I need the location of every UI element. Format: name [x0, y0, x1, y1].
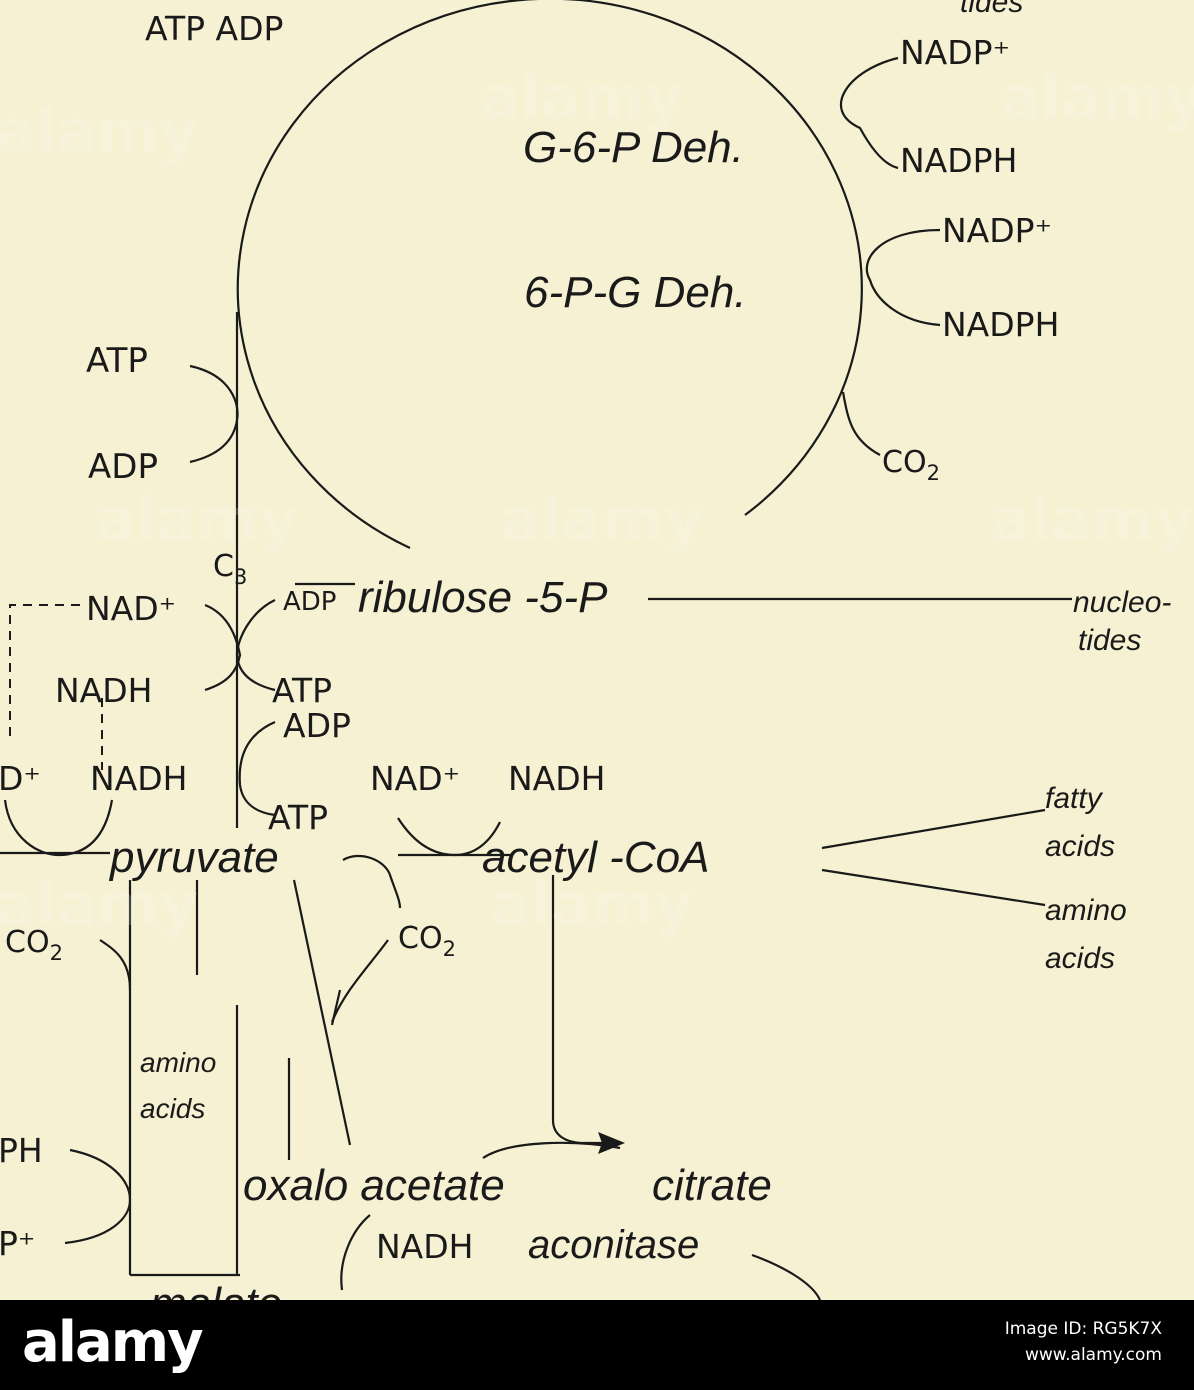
adp-mid-label: ADP [283, 706, 351, 745]
nadph-label-1: NADPH [900, 141, 1017, 180]
oxaloacetate-citrate-curve [482, 1141, 621, 1159]
g6p-deh-label: G-6-P Deh. [523, 123, 744, 172]
nucleotides-label-line1: nucleo- [1073, 586, 1171, 619]
nadph-label-2: NADPH [942, 305, 1059, 344]
pathway-diagram: ATP ADP tides NADP⁺ NADPH NADP⁺ NADPH CO… [0, 0, 1171, 1300]
image-id-text: Image ID: RG5K7X [1004, 1319, 1162, 1339]
stock-footer-bar: alamy Image ID: RG5K7X www.alamy.com [0, 1300, 1194, 1390]
alamy-logo: alamy [22, 1310, 204, 1375]
atp-adp-curve-upper [189, 364, 239, 464]
nad-plus-left-label: NAD⁺ [86, 589, 176, 628]
nadh-pdh-label: NADH [508, 759, 606, 798]
citrate-label: citrate [652, 1161, 772, 1210]
acetyl-coa-label: acetyl -CoA [482, 833, 709, 882]
nadh-left-label: NADH [55, 671, 153, 710]
pyruvate-label: pyruvate [108, 833, 279, 882]
nucleotides-label-line2: tides [1078, 624, 1141, 657]
nad-dashed-link [9, 604, 80, 740]
adp-c3-label: ADP [283, 587, 337, 617]
image-id-block: Image ID: RG5K7X www.alamy.com [1005, 1316, 1162, 1368]
g6p-deh-cofactor-curve [839, 56, 899, 170]
nadh-bottom-label: NADH [376, 1227, 474, 1266]
amino-acids-right-label-line2: acids [1045, 942, 1115, 975]
amino-acids-left-label-line2: acids [140, 1093, 205, 1124]
amino-acids-right-label-line1: amino [1045, 894, 1127, 927]
oxaloacetate-label: oxalo acetate [243, 1161, 505, 1210]
malic-enzyme-nadph-curve [64, 1148, 132, 1245]
nad-nadh-curve [204, 603, 242, 692]
acetylcoa-fatty-acids-line [821, 808, 1046, 850]
nadph-partial-label: PH [0, 1131, 43, 1170]
co2-branch-curve [342, 854, 402, 909]
co2-circle-label: CO2 [882, 445, 940, 485]
lactate-cofactor-cup [3, 799, 114, 857]
nadp-plus-label-2: NADP⁺ [942, 211, 1052, 250]
adp-atp-curve-c3 [235, 599, 276, 692]
adp-atp-curve-lower [238, 720, 276, 817]
aconitase-curve [751, 1253, 822, 1300]
atp-adp-top-label: ATP ADP [145, 9, 283, 48]
6pg-deh-label: 6-P-G Deh. [524, 268, 747, 317]
ribulose-5p-label: ribulose -5-P [358, 573, 608, 622]
fatty-acids-label-line1: fatty [1045, 782, 1104, 815]
atp-mid-label-1: ATP [272, 671, 332, 710]
aconitase-label: aconitase [528, 1223, 699, 1267]
atp-left-label: ATP [86, 341, 148, 381]
pentose-cycle-arc [236, 0, 863, 549]
malate-partial-label: malate [150, 1279, 282, 1300]
pyruvate-oxaloacetate-line [292, 879, 352, 1146]
co2-pyruvate-label: CO2 [398, 921, 456, 961]
co2-left-label: CO2 [5, 925, 63, 965]
nadh-lower-label: NADH [90, 759, 188, 798]
amino-acids-left-label-line1: amino [140, 1047, 216, 1078]
acetylcoa-amino-acids-line [821, 868, 1046, 907]
nad-plus-partial-label: D⁺ [0, 759, 41, 798]
p6g-deh-cofactor-curve [865, 228, 941, 327]
co2-release-curve [841, 391, 881, 456]
acetylcoa-citrate-line [551, 875, 612, 1145]
nadp-plus-partial-label: P⁺ [0, 1224, 35, 1263]
nad-plus-pdh-label: NAD⁺ [370, 759, 460, 798]
adp-left-label: ADP [88, 447, 158, 487]
mdh-cofactor-curve [340, 1214, 371, 1291]
pyc-co2-curve [330, 939, 389, 1023]
acetylcoa-citrate-arrowhead [598, 1132, 625, 1154]
tides-top-label: tides [960, 0, 1023, 19]
c3-label: C3 [213, 549, 247, 589]
fatty-acids-label-line2: acids [1045, 830, 1115, 863]
nadp-plus-label-1: NADP⁺ [900, 33, 1010, 72]
atp-mid-label-2: ATP [268, 798, 328, 837]
site-url-text: www.alamy.com [1024, 1345, 1162, 1365]
malic-enzyme-co2-curve [99, 939, 132, 991]
